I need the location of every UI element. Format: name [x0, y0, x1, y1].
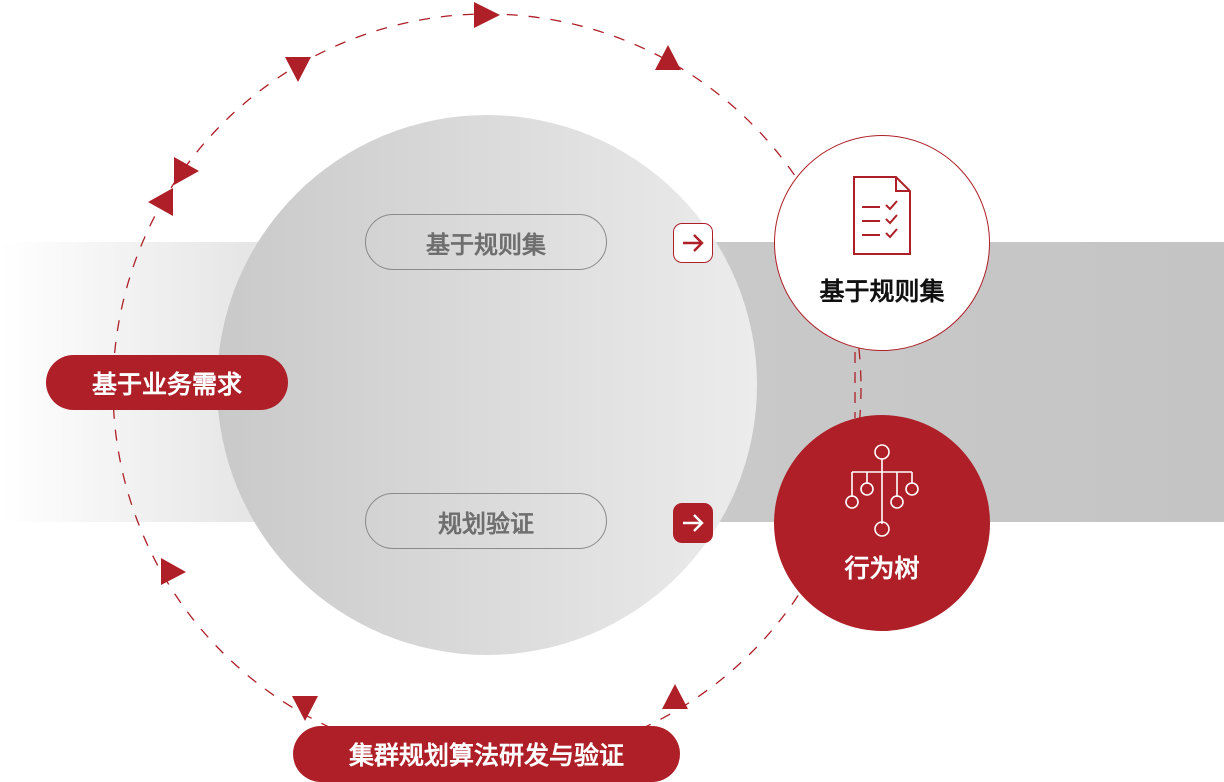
arrowhead-icon	[174, 157, 199, 185]
planning-validation-pill: 规划验证	[365, 493, 607, 549]
node-label: 行为树	[844, 554, 920, 583]
central-circle	[217, 115, 757, 655]
arrowhead-icon	[285, 57, 311, 82]
arrow-right-filled-button	[673, 503, 713, 543]
arrowhead-icon	[662, 684, 688, 709]
node-label: 基于规则集	[819, 277, 945, 306]
arrowhead-icon	[655, 45, 681, 70]
arrow-right-icon	[683, 514, 704, 532]
business-requirement-pill: 基于业务需求	[46, 355, 288, 410]
cluster-planning-pill: 集群规划算法研发与验证	[293, 726, 680, 782]
arrowhead-icon	[161, 558, 186, 585]
rule-set-node: 基于规则集	[774, 135, 990, 351]
arrowhead-icon	[292, 696, 318, 721]
behavior-tree-icon	[845, 444, 919, 537]
arrow-right-outline-button	[673, 223, 713, 263]
checklist-document-icon	[853, 176, 911, 255]
rule-set-pill: 基于规则集	[365, 214, 607, 270]
behavior-tree-node: 行为树	[774, 415, 990, 631]
arrowhead-icon	[474, 2, 500, 28]
arrow-right-icon	[683, 234, 704, 252]
arrowhead-icon	[148, 188, 173, 216]
